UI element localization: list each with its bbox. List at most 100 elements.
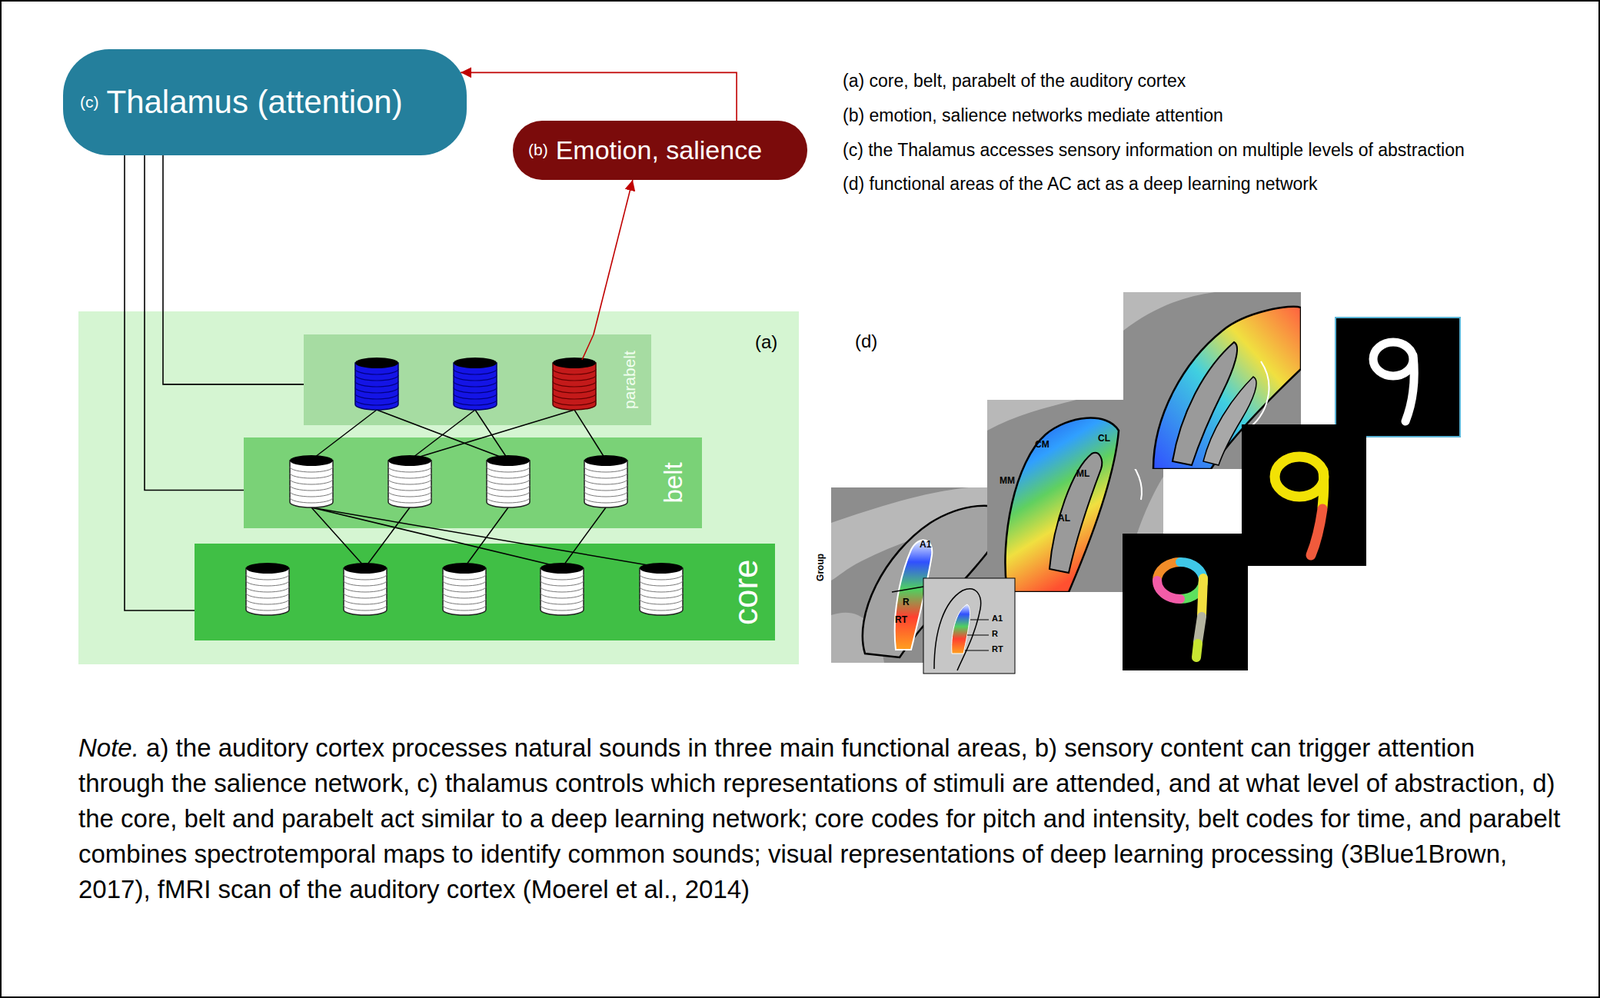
scan-label: ML (1076, 469, 1090, 480)
scan-label: CM (1034, 439, 1050, 451)
network-line (311, 507, 662, 568)
core-outline (1049, 452, 1102, 573)
legend-note: (d) functional areas of the AC act as a … (842, 173, 1318, 194)
inset-activation (951, 604, 971, 654)
digit-stroke (1310, 508, 1323, 556)
brain-ground (1123, 292, 1301, 470)
inset-ground (923, 578, 1015, 674)
core-unit (639, 562, 683, 616)
digit-ground (1335, 317, 1461, 437)
salience-pill: (b) Emotion, salience (512, 120, 808, 180)
parabelt-outline (1245, 361, 1269, 431)
network-lines (311, 409, 662, 568)
network-line (475, 409, 509, 460)
belt-band: belt (243, 437, 702, 529)
salience-lead (582, 334, 594, 360)
digit-ground (1122, 533, 1248, 671)
node-label: Thalamus (attention) (106, 83, 403, 121)
digit-stroke (1201, 578, 1204, 616)
fmri-inset (923, 578, 1015, 674)
field-boundary (891, 585, 929, 593)
scan-label: R (991, 628, 998, 639)
belt-unit (289, 455, 333, 508)
scan-label: MM (999, 475, 1015, 487)
network-line (311, 507, 563, 568)
digit-stroke (1180, 562, 1204, 581)
digit-stroke (1405, 355, 1414, 422)
brain-ground (987, 399, 1164, 593)
fmri-parabelt-scan (1123, 292, 1301, 470)
digit-stroke (1180, 580, 1204, 599)
brain-ground (831, 487, 1015, 663)
core-band: core (194, 543, 776, 641)
scan-label: R (902, 597, 910, 609)
belt-unit (388, 455, 432, 508)
gyrus (831, 612, 885, 663)
parabelt-band: parabelt (303, 334, 652, 426)
connector (144, 155, 244, 490)
scan-label: RT (991, 644, 1004, 655)
scan-label: Group (815, 553, 827, 582)
parabelt-unit-blue (453, 357, 497, 410)
gyrus (831, 487, 1015, 581)
network-line (562, 507, 606, 568)
connectors (124, 72, 737, 611)
belt-outline (1203, 376, 1257, 466)
legend-note: (c) the Thalamus accesses sensory inform… (842, 139, 1465, 160)
legend-note: (b) emotion, salience networks mediate a… (842, 105, 1224, 126)
network-line (365, 507, 410, 568)
core-unit (343, 562, 387, 616)
core-unit (442, 562, 486, 616)
digit-stroke (1373, 342, 1414, 376)
digit-stroke (1157, 562, 1181, 581)
scan-label: AL (1057, 513, 1071, 525)
core-unit (246, 562, 290, 616)
thalamus-pill: (c) Thalamus (attention) (63, 49, 467, 156)
digit-stroke (1196, 643, 1198, 658)
caption-block: Note.a) the auditory cortex processes na… (78, 730, 1563, 908)
node-label: Emotion, salience (555, 135, 762, 166)
network-line (311, 409, 377, 460)
figure-caption: a) the auditory cortex processes natural… (78, 733, 1561, 904)
network-line (574, 409, 606, 460)
node-label: (b) (528, 140, 549, 160)
digit-stroke (1274, 456, 1324, 497)
gyrus (987, 399, 1077, 431)
belt-unit (486, 455, 530, 508)
parabelt-outline (1124, 453, 1142, 500)
connector (124, 155, 195, 611)
parabelt-unit-blue (355, 357, 399, 410)
network-line (376, 409, 509, 460)
inset-outline (934, 588, 982, 671)
auditory-cortex-panel: (a) parabelt belt core (78, 311, 799, 665)
fmri-core-scan (831, 487, 1015, 663)
node-label: (a) (755, 331, 778, 353)
digit-stroke (1197, 616, 1202, 642)
scan-label: RT (894, 615, 908, 626)
node-label: parabelt (620, 350, 639, 410)
node-label: (c) (79, 93, 100, 112)
digit-stroke (1322, 470, 1324, 508)
network-line (311, 507, 366, 568)
scan-label: A1 (991, 613, 1003, 624)
digit-two-part (1241, 424, 1367, 566)
activation-map (894, 539, 933, 650)
belt-unit (584, 455, 628, 508)
core-unit (540, 562, 584, 616)
digit-white (1335, 317, 1461, 437)
inset-leaders (964, 619, 989, 651)
digit-ground (1241, 424, 1367, 566)
scan-label: CL (1097, 433, 1111, 445)
connector (593, 179, 633, 335)
core-outline (1172, 342, 1238, 466)
connector (460, 72, 737, 121)
scan-label: A1 (919, 539, 932, 551)
node-label: core (726, 558, 766, 626)
parabelt-unit-red (552, 357, 596, 410)
legend-note: (a) core, belt, parabelt of the auditory… (842, 70, 1186, 91)
note-label: Note. (78, 733, 140, 762)
auditory-region-outline (862, 505, 1008, 658)
auditory-region-outline (1004, 418, 1119, 593)
gyrus (1123, 292, 1215, 331)
